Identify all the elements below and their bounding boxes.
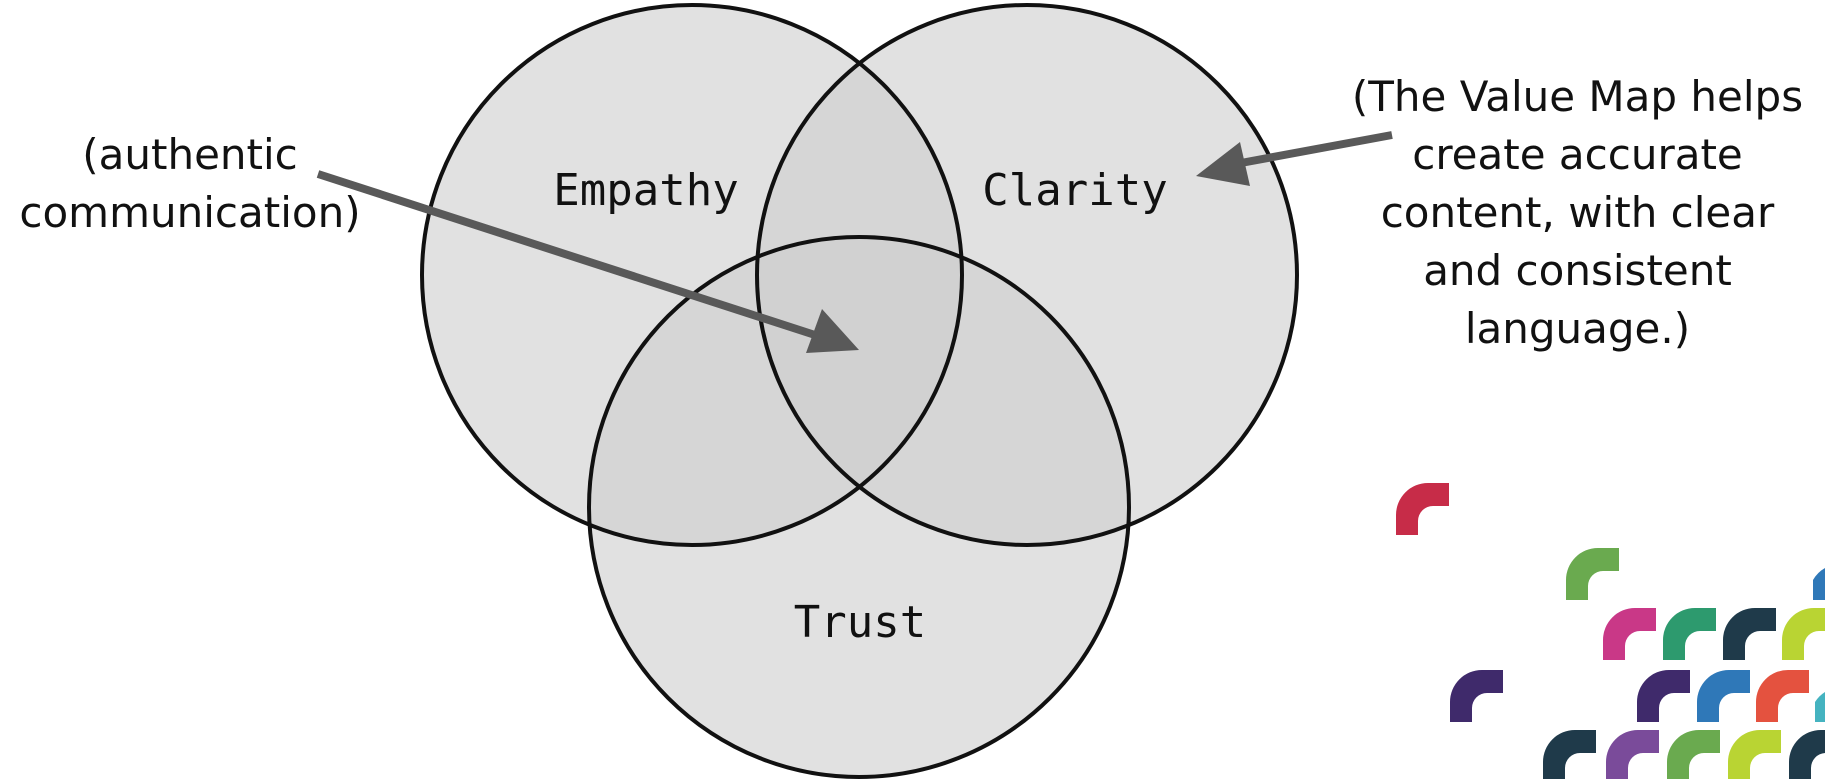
arrowhead-left [806,309,859,353]
decor-shape [1603,608,1656,660]
decor-shape [1606,730,1659,779]
decor-shape [1543,730,1596,779]
decor-shape [1450,670,1503,722]
decor-shape [1756,670,1809,722]
circle-clarity-outline [755,3,1299,547]
annotation-authentic-communication: (authentic communication) [0,126,380,242]
label-trust: Trust [794,597,926,648]
circle-trust-fill [589,237,1129,777]
decor-shape [1637,670,1690,722]
decor-shape [1723,608,1776,660]
circle-trust-outline [587,235,1131,779]
decor-shape [1789,730,1825,779]
circle-outlines [420,3,1299,779]
arrow-shaft-right [1229,131,1393,169]
arrow-authentic-communication [316,170,859,353]
label-empathy: Empathy [553,165,738,216]
label-clarity: Clarity [982,165,1167,216]
arrow-value-map [1196,131,1393,186]
decor-shape [1663,608,1716,660]
arrowhead-right [1196,142,1250,186]
decor-shape [1728,730,1781,779]
annotation-right-line: create accurate [1412,130,1743,179]
decor-shape [1813,568,1825,600]
arrow-shaft-left [316,170,817,339]
annotation-left-line: communication) [19,188,361,237]
decor-shape [1697,670,1750,722]
annotation-right-line: language.) [1464,304,1691,353]
circle-fills [422,5,1297,777]
annotation-value-map: (The Value Map helps create accurate con… [1330,68,1825,358]
annotation-right-line: and consistent [1423,246,1732,295]
decorative-shapes [1396,483,1825,779]
decor-shape [1815,692,1825,722]
decor-shape [1667,730,1720,779]
annotation-right-line: (The Value Map helps [1351,72,1804,121]
decor-shape [1566,548,1619,600]
circle-empathy-outline [420,3,964,547]
annotation-left-line: (authentic [82,130,298,179]
decor-shape [1782,608,1825,660]
annotation-right-line: content, with clear [1380,188,1775,237]
decor-shape [1396,483,1449,535]
